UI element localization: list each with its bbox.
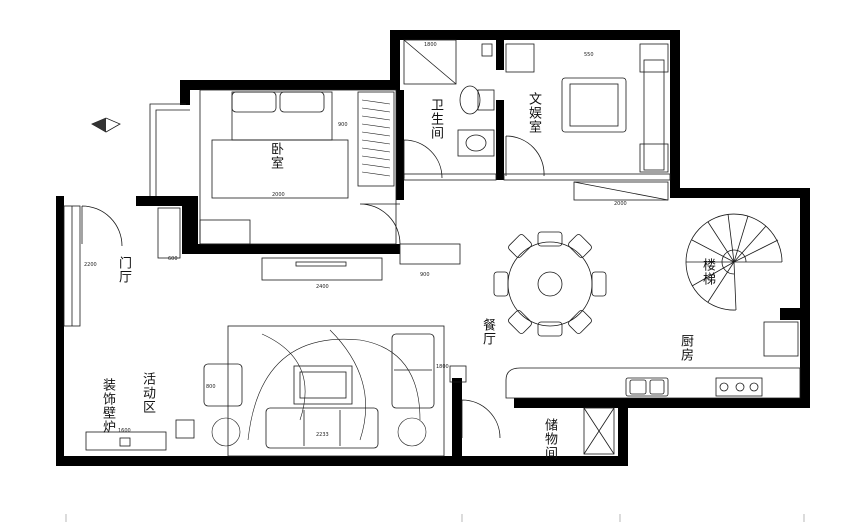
room-label-bathroom: 卫生间 — [428, 98, 443, 140]
room-label-foyer: 门厅 — [116, 256, 131, 284]
room-label-dining: 餐厅 — [480, 318, 495, 346]
dim-sofa-len: 2233 — [316, 432, 329, 438]
rug-pattern — [211, 329, 427, 447]
dim-tv-wall: 2400 — [316, 284, 329, 290]
wardrobe-hatch — [361, 99, 391, 177]
dim-side-table: 600 — [168, 256, 178, 262]
dim-sofa-right: 1800 — [436, 364, 449, 370]
dim-foyer-cab: 900 — [420, 272, 430, 278]
dim-study-w: 550 — [584, 52, 594, 58]
dim-bath-top: 1800 — [424, 42, 437, 48]
room-label-stairs: 楼梯 — [700, 258, 715, 286]
spiral-stair — [685, 213, 783, 311]
room-label-fireplace: 装饰壁炉 — [100, 378, 115, 434]
room-label-storage: 储物间 — [542, 418, 557, 460]
dim-study-desk: 2000 — [614, 201, 627, 207]
dim-fireplace-len: 1600 — [118, 428, 131, 434]
dim-wardrobe: 900 — [338, 122, 348, 128]
dining-table — [493, 231, 607, 337]
north-arrow-icon — [91, 117, 121, 133]
thin-lines — [63, 39, 801, 457]
dim-armchair: 800 — [206, 384, 216, 390]
dim-bed-width: 2000 — [272, 192, 285, 198]
room-label-bedroom: 卧室 — [268, 142, 283, 170]
bottom-ticks — [65, 514, 805, 522]
room-label-activity: 活动区 — [140, 372, 155, 414]
dim-foyer-len: 2200 — [84, 262, 97, 268]
room-label-study: 文娱室 — [526, 92, 541, 134]
room-label-kitchen: 厨房 — [678, 334, 693, 362]
walls — [56, 30, 810, 466]
